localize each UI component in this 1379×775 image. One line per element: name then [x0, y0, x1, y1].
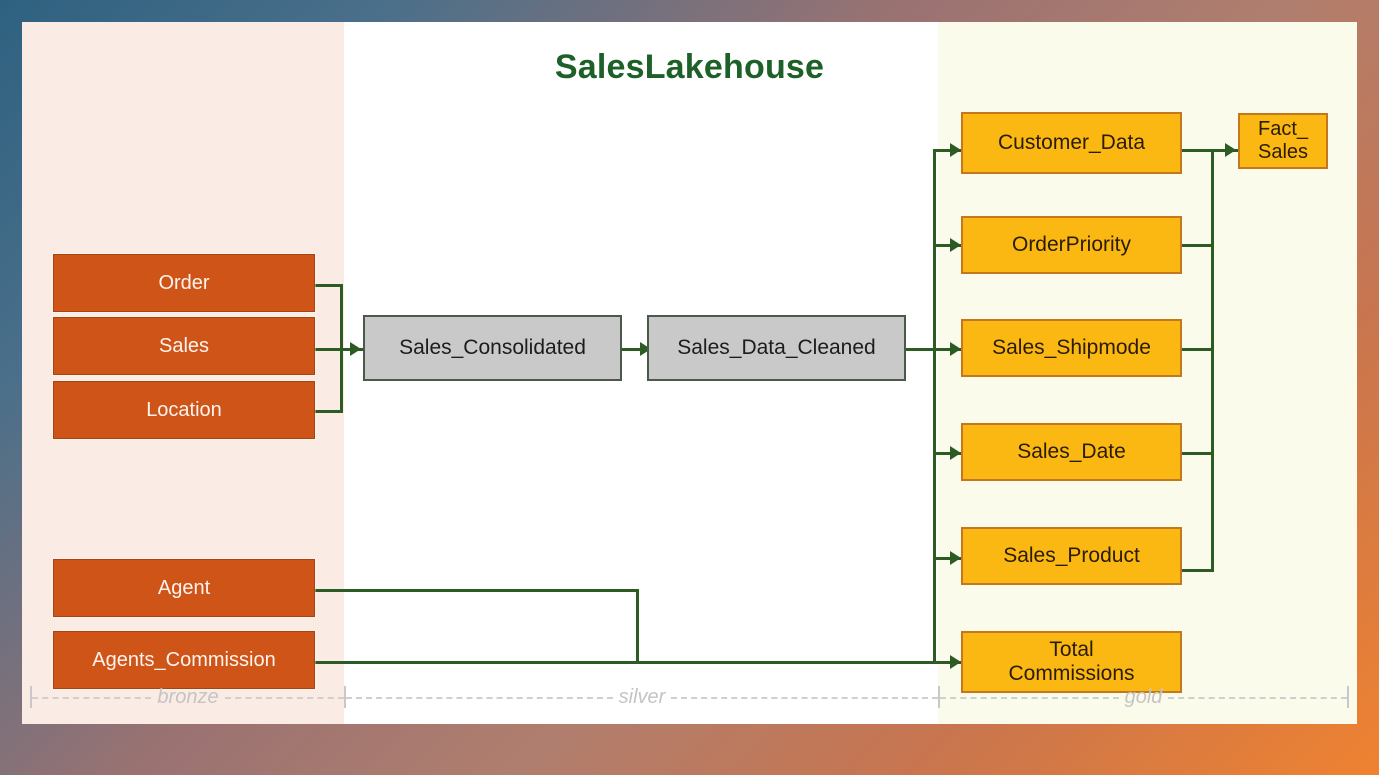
ruler-segment-bronze: bronze — [30, 684, 344, 710]
edge-gold-distribution-bus — [933, 149, 936, 662]
node-sales-product[interactable]: Sales_Product — [961, 527, 1182, 585]
node-sales-shipmode[interactable]: Sales_Shipmode — [961, 319, 1182, 377]
node-total-commissions[interactable]: Total Commissions — [961, 631, 1182, 693]
node-sales-date[interactable]: Sales_Date — [961, 423, 1182, 481]
arrowhead-to-orderpriority — [950, 238, 961, 252]
edge-order-down — [340, 284, 343, 352]
arrowhead-to-sales-date — [950, 446, 961, 460]
ruler-segment-gold: gold — [938, 684, 1349, 710]
edge-bus-to-sales-product — [933, 557, 961, 560]
node-location[interactable]: Location — [53, 381, 315, 439]
ruler-tick-left — [30, 686, 32, 708]
edge-bus-to-sales-shipmode — [933, 348, 961, 351]
arrowhead-to-customer-data — [950, 143, 961, 157]
node-agent[interactable]: Agent — [53, 559, 315, 617]
arrowhead-to-sales-shipmode — [950, 342, 961, 356]
edge-bronze-merge-to-silver — [315, 348, 363, 351]
edge-bus-to-customer-data — [933, 149, 961, 152]
node-fact-sales-label-line1: Fact_ — [1257, 118, 1309, 140]
ruler-tick-right — [1347, 686, 1349, 708]
node-orderpriority-label: OrderPriority — [1011, 232, 1132, 256]
node-sales-product-label: Sales_Product — [1003, 543, 1140, 567]
node-sales-date-label: Sales_Date — [1017, 439, 1126, 463]
node-customer-data-label: Customer_Data — [997, 130, 1146, 154]
node-sales-consolidated[interactable]: Sales_Consolidated — [363, 315, 622, 381]
edge-sales-date-to-fact — [1182, 452, 1214, 455]
arrowhead-to-sales-data-cleaned — [640, 342, 651, 356]
node-agents-commission-label: Agents_Commission — [92, 648, 276, 671]
arrowhead-to-fact-sales — [1225, 143, 1236, 157]
ruler-dash — [346, 696, 613, 699]
edge-orderpriority-to-fact — [1182, 244, 1214, 247]
node-sales-consolidated-label: Sales_Consolidated — [399, 335, 586, 359]
ruler-dash — [32, 696, 152, 699]
ruler-tick-mid-1 — [344, 686, 346, 708]
edge-sales-product-to-fact — [1182, 569, 1214, 572]
edge-sales-shipmode-to-fact — [1182, 348, 1214, 351]
node-sales-data-cleaned[interactable]: Sales_Data_Cleaned — [647, 315, 906, 381]
diagram-canvas: SalesLakehouse — [22, 22, 1357, 724]
ruler-segment-silver: silver — [344, 684, 939, 710]
edge-order-out — [315, 284, 343, 287]
edge-bus-to-orderpriority — [933, 244, 961, 247]
edge-agent-out — [315, 589, 639, 592]
node-sales-shipmode-label: Sales_Shipmode — [992, 335, 1151, 359]
ruler-label-silver: silver — [618, 685, 666, 708]
node-customer-data[interactable]: Customer_Data — [961, 112, 1182, 174]
node-fact-sales[interactable]: Fact_ Sales — [1238, 113, 1328, 169]
node-orderpriority[interactable]: OrderPriority — [961, 216, 1182, 274]
ruler-label-gold: gold — [1124, 685, 1163, 708]
node-location-label: Location — [146, 398, 222, 421]
ruler-dash — [224, 696, 344, 699]
node-total-commissions-label-line2: Commissions — [1008, 662, 1135, 685]
ruler-dash — [671, 696, 939, 699]
node-fact-sales-label-line2: Sales — [1257, 141, 1309, 163]
arrowhead-to-sales-product — [950, 551, 961, 565]
edge-consolidated-to-cleaned — [622, 348, 650, 351]
node-sales-data-cleaned-label: Sales_Data_Cleaned — [677, 335, 876, 359]
node-order-label: Order — [158, 271, 210, 294]
edge-bus-to-sales-date — [933, 452, 961, 455]
node-agent-label: Agent — [157, 576, 211, 599]
edge-customer-data-to-fact — [1182, 149, 1238, 152]
edge-agent-down — [636, 589, 639, 663]
layer-ruler: bronze silver gold — [22, 684, 1357, 710]
ruler-dash — [1168, 696, 1347, 699]
node-total-commissions-label-line1: Total — [1049, 637, 1094, 661]
ruler-dash — [940, 696, 1119, 699]
ruler-tick-mid-2 — [938, 686, 940, 708]
arrowhead-to-sales-consolidated — [350, 342, 361, 356]
edge-fact-collector-bus — [1211, 149, 1214, 572]
node-sales[interactable]: Sales — [53, 317, 315, 375]
edge-location-out — [315, 410, 343, 413]
edge-location-up — [340, 350, 343, 413]
node-agents-commission[interactable]: Agents_Commission — [53, 631, 315, 689]
node-order[interactable]: Order — [53, 254, 315, 312]
diagram-title: SalesLakehouse — [554, 48, 825, 86]
ruler-label-bronze: bronze — [157, 685, 219, 708]
edge-cleaned-to-bus — [906, 348, 938, 351]
node-sales-label: Sales — [158, 334, 210, 357]
edge-agents-commission-out — [315, 661, 963, 664]
